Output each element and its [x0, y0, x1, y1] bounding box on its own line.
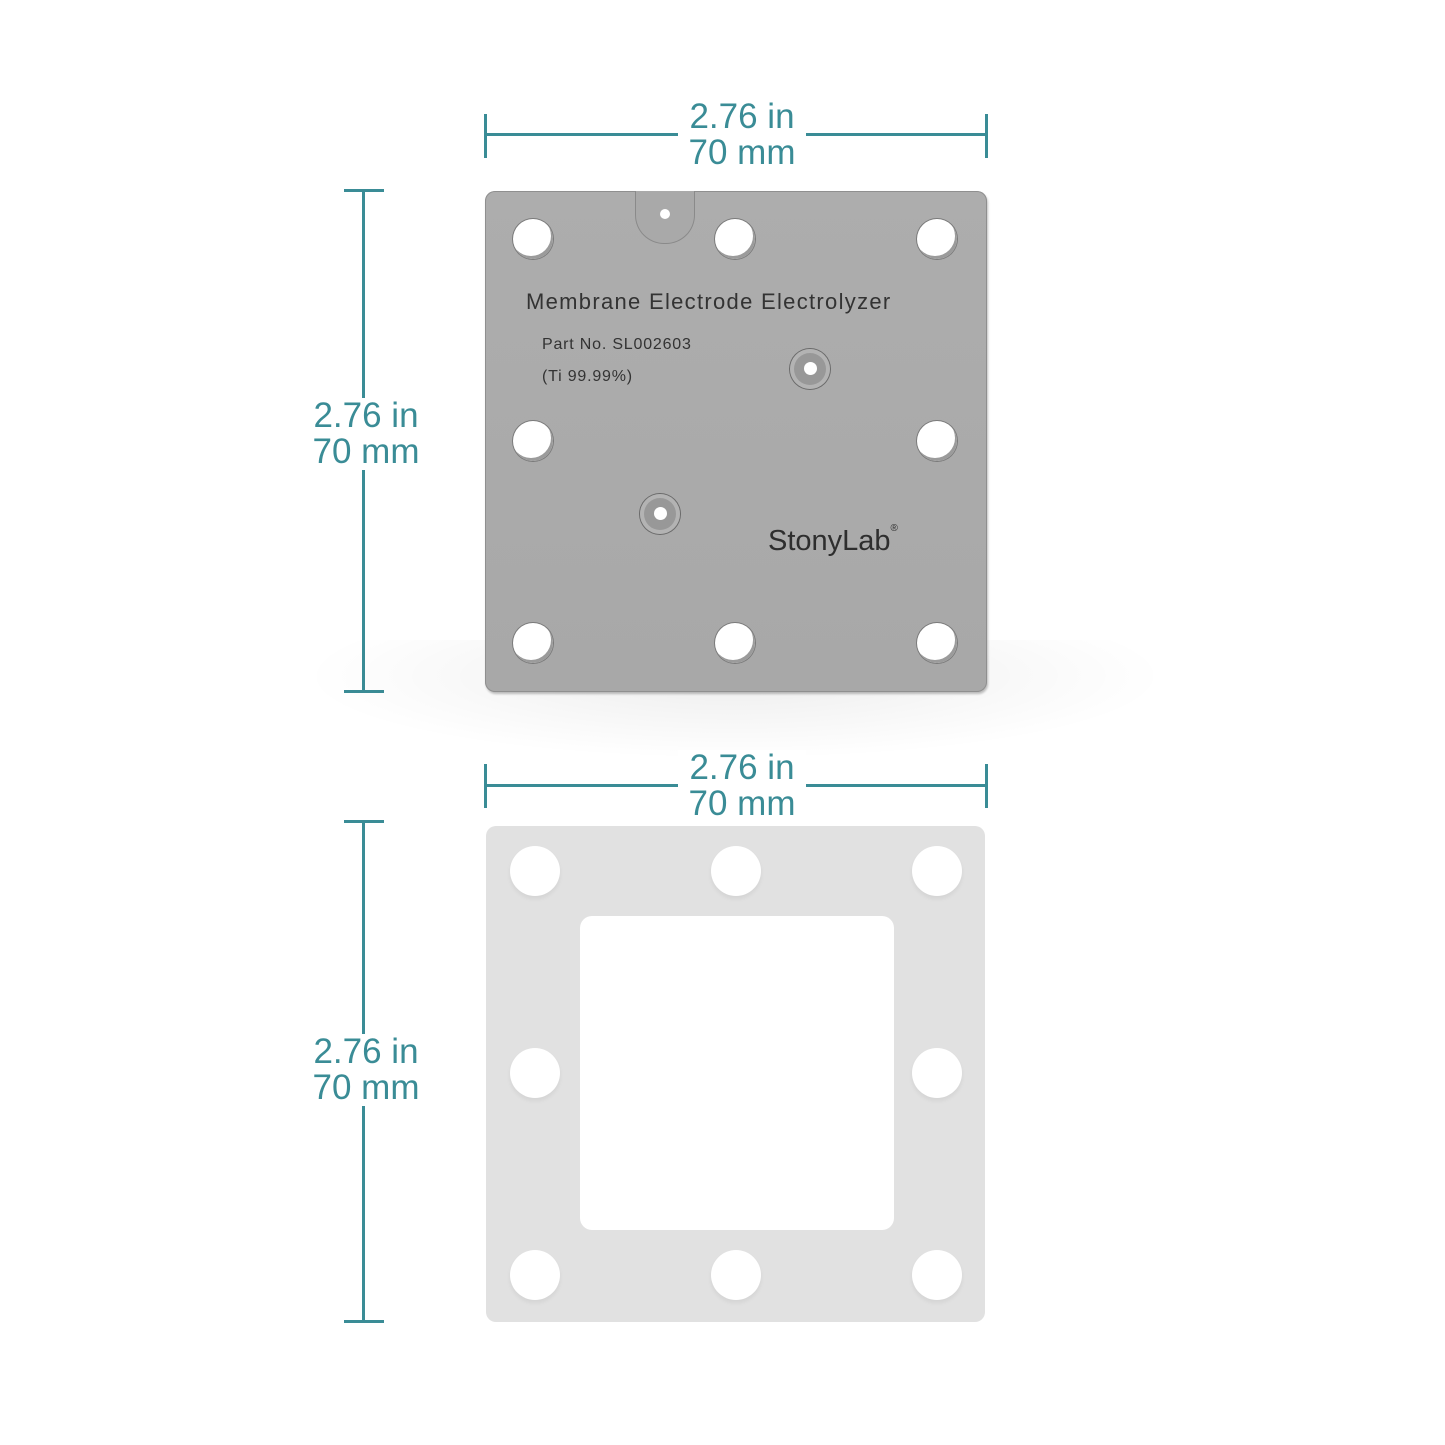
- bolt-hole: [917, 421, 957, 461]
- bolt-hole: [510, 1250, 560, 1300]
- bolt-hole: [715, 219, 755, 259]
- terminal-tab: [635, 191, 695, 244]
- titanium-end-plate: Membrane Electrode Electrolyzer Part No.…: [485, 191, 987, 692]
- engraved-material: (Ti 99.99%): [542, 368, 633, 385]
- dimension-label: 2.76 in 70 mm: [306, 398, 426, 470]
- dimension-metric: 70 mm: [688, 133, 796, 172]
- dimension-label: 2.76 in 70 mm: [306, 1034, 426, 1106]
- dimension-metric: 70 mm: [312, 432, 420, 471]
- dimension-tick-bottom: [344, 690, 384, 693]
- dimension-imperial: 2.76 in: [313, 1032, 419, 1071]
- bolt-hole: [917, 219, 957, 259]
- ptfe-gasket: [486, 826, 985, 1322]
- dimension-tick-right: [985, 114, 988, 158]
- registered-mark: ®: [890, 523, 898, 534]
- brand-name: StonyLab: [768, 525, 891, 557]
- bolt-hole: [513, 623, 553, 663]
- dimension-imperial: 2.76 in: [689, 97, 795, 136]
- engraved-title: Membrane Electrode Electrolyzer: [526, 289, 892, 314]
- bolt-hole: [513, 421, 553, 461]
- bolt-hole: [711, 846, 761, 896]
- brand-logo: StonyLab®: [768, 523, 898, 558]
- bolt-hole: [510, 846, 560, 896]
- bolt-hole: [912, 846, 962, 896]
- bolt-hole: [715, 623, 755, 663]
- dimension-label: 2.76 in 70 mm: [678, 99, 806, 171]
- dimension-label: 2.76 in 70 mm: [678, 750, 806, 822]
- bolt-hole: [711, 1250, 761, 1300]
- bolt-hole: [513, 219, 553, 259]
- countersunk-port: [790, 349, 830, 389]
- bolt-hole: [510, 1048, 560, 1098]
- dimension-imperial: 2.76 in: [689, 748, 795, 787]
- dimension-metric: 70 mm: [312, 1068, 420, 1107]
- active-area-window: [580, 916, 894, 1230]
- engraved-part-number: Part No. SL002603: [542, 336, 692, 353]
- countersunk-port: [640, 494, 680, 534]
- dimension-imperial: 2.76 in: [313, 396, 419, 435]
- dimension-tick-left: [484, 114, 487, 158]
- dimension-tick-bottom: [344, 1320, 384, 1323]
- bolt-hole: [912, 1048, 962, 1098]
- dimension-metric: 70 mm: [688, 784, 796, 823]
- tab-hole: [660, 209, 670, 219]
- bolt-hole: [912, 1250, 962, 1300]
- bolt-hole: [917, 623, 957, 663]
